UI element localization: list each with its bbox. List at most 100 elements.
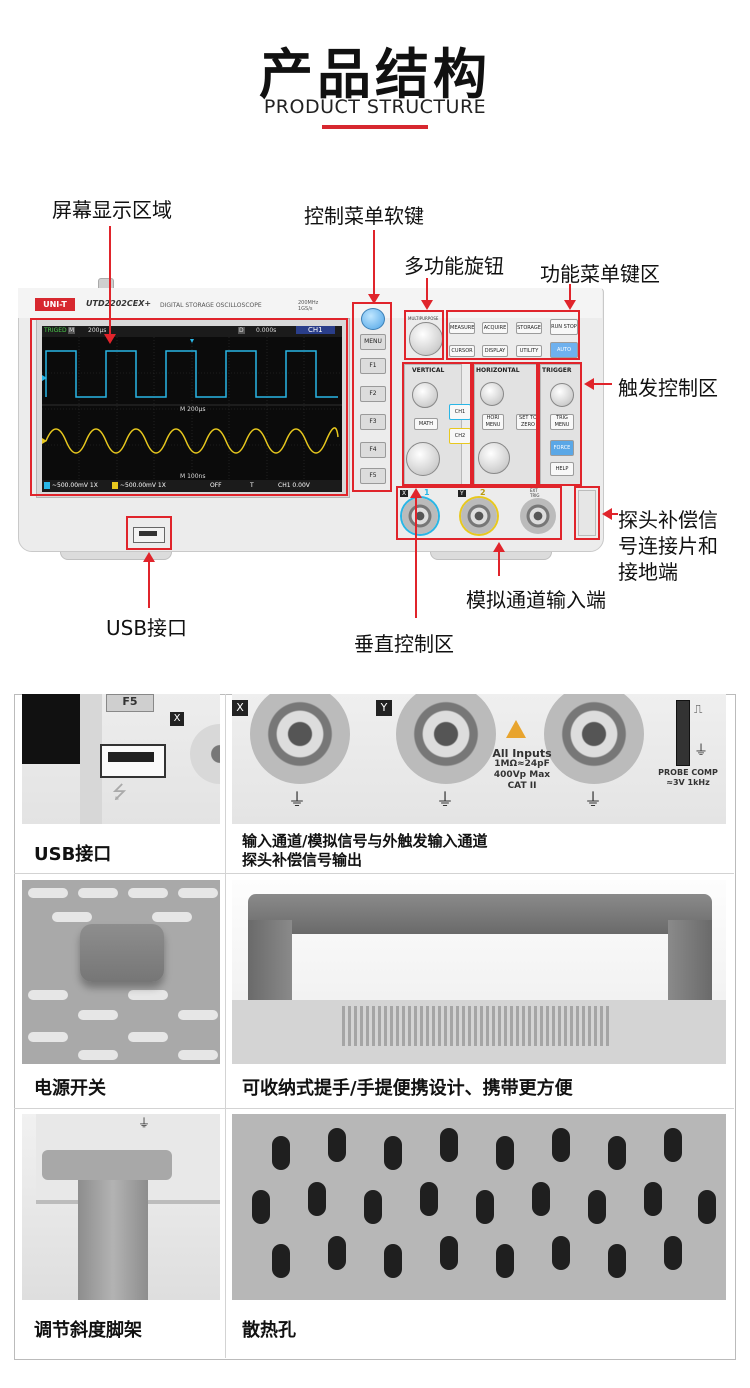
arrow-tip-trigger <box>584 378 594 390</box>
softkey-f3[interactable]: F3 <box>360 414 386 430</box>
input-x-tag: X <box>232 700 248 716</box>
bottom-off: OFF <box>210 482 222 489</box>
x-tag: X <box>170 712 184 726</box>
auto-button[interactable]: AUTO <box>550 342 578 358</box>
brand-logo: UNI-T <box>35 298 75 311</box>
multipurpose-knob[interactable] <box>409 322 443 356</box>
model-description: DIGITAL STORAGE OSCILLOSCOPE <box>160 302 262 309</box>
label-vertical-area: 垂直控制区 <box>354 632 454 656</box>
label-probe-comp-line1: 探头补偿信 <box>618 508 718 532</box>
storage-button[interactable]: STORAGE <box>516 322 542 334</box>
screen-mid-label-2: M 100ns <box>180 473 206 480</box>
math-button[interactable]: MATH <box>414 418 438 430</box>
input-2-label: 2 <box>480 488 486 497</box>
softkey-f1[interactable]: F1 <box>360 358 386 374</box>
screen-bottom-bar: ~500.00mV 1X ~500.00mV 1X OFF T CH1 0.00… <box>42 480 342 492</box>
run-stop-button[interactable]: RUN STOP <box>550 319 578 335</box>
screen-edge-frame <box>80 694 102 824</box>
trigger-area-box <box>538 362 582 486</box>
bottom-ch2: ~500.00mV 1X <box>112 482 166 489</box>
input-spec: All Inputs 1MΩ≈24pF 400Vp Max CAT II <box>492 747 552 791</box>
arrow-multi-knob <box>426 278 428 300</box>
status-channel: CH1 <box>296 326 335 334</box>
arrow-tip-screen-area <box>104 334 116 344</box>
multi-knob-box <box>404 310 444 360</box>
ch2-bnc-connector[interactable] <box>461 498 497 534</box>
arrow-function-keys <box>569 284 571 300</box>
page-title: 产品结构 <box>259 43 491 106</box>
multipurpose-label: MULTIPURPOSE <box>408 316 439 321</box>
ground-icon-3: ⏚ <box>584 790 602 811</box>
vent-slots-pattern <box>28 888 218 1060</box>
handle-photo <box>232 880 726 1064</box>
usb-port-slot <box>139 531 157 536</box>
ch1-bnc-connector[interactable] <box>402 498 438 534</box>
display-button[interactable]: DISPLAY <box>482 345 508 357</box>
screen-edge <box>22 694 82 764</box>
model-spec: 200MHz 1GS/s <box>298 300 319 312</box>
grid-divider-h2 <box>14 1108 734 1109</box>
title-underline <box>322 125 428 129</box>
inputs-caption-line1: 输入通道/模拟信号与外触发输入通道 <box>242 832 488 850</box>
label-function-keys: 功能菜单键区 <box>540 262 660 286</box>
soft-key-top-round[interactable] <box>361 308 385 330</box>
softkey-f5[interactable]: F5 <box>360 468 386 484</box>
ground-icon-1: ⏚ <box>288 790 306 811</box>
vent-holes-pattern <box>252 1128 716 1278</box>
horizontal-scale-knob[interactable] <box>478 442 510 474</box>
screen-area-box <box>30 318 348 496</box>
arrow-tip-probe-comp <box>602 508 612 520</box>
stand-leg <box>78 1174 148 1300</box>
bnc-ext-closeup <box>544 694 644 784</box>
arrow-soft-keys <box>373 230 375 294</box>
softkey-f4[interactable]: F4 <box>360 442 386 458</box>
probe-comp-text: PROBE COMP ≈3V 1kHz <box>658 768 718 787</box>
arrow-screen-area <box>109 226 111 334</box>
stand-caption: 调节斜度脚架 <box>34 1320 142 1341</box>
horizontal-position-knob[interactable] <box>480 382 504 406</box>
label-usb-port: USB接口 <box>106 616 188 640</box>
trigger-level-knob[interactable] <box>550 383 574 407</box>
stand-photo: ⏚ <box>22 1114 220 1300</box>
screen-status-bar: TRIGED M 200μs D 0.000s CH1 <box>42 326 342 337</box>
trig-menu-button[interactable]: TRIG MENU <box>550 414 574 430</box>
help-button[interactable]: HELP <box>550 462 574 476</box>
ext-trig-bnc-connector[interactable] <box>520 498 556 534</box>
usb-port-box <box>126 516 172 550</box>
softkey-f2[interactable]: F2 <box>360 386 386 402</box>
input-y-tag: Y <box>376 700 392 716</box>
grid-divider-h1 <box>14 873 734 874</box>
power-button-closeup <box>80 924 164 982</box>
vertical-scale-knob[interactable] <box>406 442 440 476</box>
input-1-label: 1 <box>424 488 430 497</box>
bnc-partial <box>190 724 220 784</box>
acquire-button[interactable]: ACQUIRE <box>482 322 508 334</box>
label-probe-comp-line2: 号连接片和 <box>618 534 718 558</box>
label-soft-keys: 控制菜单软键 <box>304 204 424 228</box>
arrow-tip-function-keys <box>564 300 576 310</box>
hori-menu-button[interactable]: HORI MENU <box>482 414 504 430</box>
status-triged: TRIGED <box>44 327 67 334</box>
cursor-button[interactable]: CURSOR <box>449 345 475 357</box>
label-trigger-area: 触发控制区 <box>618 376 718 400</box>
ext-trig-label: EXT TRIG <box>530 488 540 498</box>
utility-button[interactable]: UTILITY <box>516 345 542 357</box>
vertical-position-knob[interactable] <box>412 382 438 408</box>
label-screen-area: 屏幕显示区域 <box>52 198 172 222</box>
softkey-menu[interactable]: MENU <box>360 334 386 350</box>
vertical-label: VERTICAL <box>412 367 445 374</box>
bottom-ch1: ~500.00mV 1X <box>44 482 98 489</box>
force-button[interactable]: FORCE <box>550 440 574 456</box>
arrow-tip-soft-keys <box>368 294 380 304</box>
arrow-tip-multi-knob <box>421 300 433 310</box>
stand-hinge <box>42 1150 172 1180</box>
status-d: D <box>238 327 245 334</box>
probe-comp-tabs <box>676 700 690 766</box>
oscilloscope-front-panel: UNI-T UTD2202CEX+ DIGITAL STORAGE OSCILL… <box>0 0 750 680</box>
scope-top-strip <box>18 288 602 318</box>
measure-button[interactable]: MEASURE <box>449 322 475 334</box>
trigger-label: TRIGGER <box>542 367 572 374</box>
status-delay: 0.000s <box>256 327 277 334</box>
label-probe-comp-line3: 接地端 <box>618 560 678 584</box>
stand-ground-icon: ⏚ <box>138 1116 151 1130</box>
